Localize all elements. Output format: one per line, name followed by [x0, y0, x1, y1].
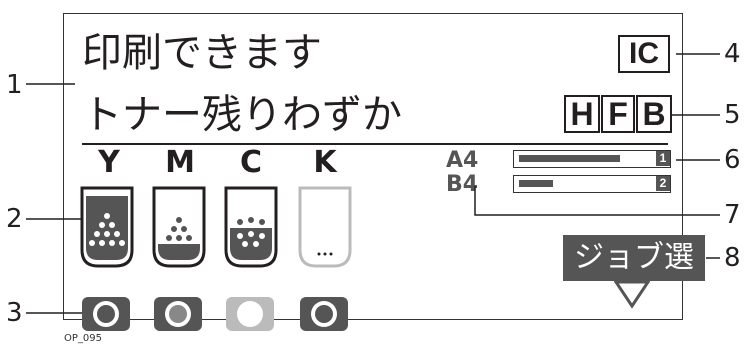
- callout-4: 4: [724, 39, 741, 69]
- paper-level-fill-2: [519, 180, 553, 187]
- toner-y-icon: [80, 186, 134, 268]
- status-line-2: トナー残りわずか: [82, 92, 402, 138]
- tray-f-indicator: F: [601, 95, 635, 133]
- toner-lamp-m: [154, 297, 202, 331]
- tray-number-1: 1: [656, 151, 670, 166]
- toner-lamp-y: [82, 297, 130, 331]
- paper-level-fill-1: [519, 155, 620, 162]
- ic-card-indicator: IC: [618, 35, 670, 73]
- figure-code: OP_095: [64, 333, 102, 344]
- tray-number-2: 2: [656, 176, 670, 191]
- toner-status-lamps: [82, 297, 348, 331]
- toner-m-icon: [152, 186, 206, 268]
- callout-2: 2: [6, 204, 23, 234]
- down-arrow-icon: [614, 280, 650, 309]
- tray-b-indicator: B: [636, 95, 672, 133]
- toner-lamp-c: [226, 297, 274, 331]
- toner-label-y: Y: [98, 145, 120, 180]
- status-line-1: 印刷できます: [82, 30, 322, 76]
- tray-indicators: H F B: [564, 95, 672, 133]
- toner-label-k: K: [313, 145, 337, 180]
- toner-k-icon: [298, 186, 352, 268]
- callout-3: 3: [6, 298, 23, 328]
- callout-8: 8: [724, 243, 741, 273]
- paper-size-a4: A4: [446, 148, 479, 173]
- toner-label-m: M: [165, 145, 195, 180]
- job-select-button[interactable]: ジョブ選択: [563, 235, 705, 321]
- callout-5: 5: [724, 100, 741, 130]
- tray-h-indicator: H: [564, 95, 600, 133]
- toner-c-icon: [224, 186, 278, 268]
- callout-1: 1: [6, 70, 23, 100]
- toner-cartridges: [80, 186, 352, 268]
- toner-label-c: C: [239, 145, 263, 180]
- paper-size-b4: B4: [446, 172, 479, 197]
- divider: [82, 143, 668, 145]
- display-panel: [63, 13, 683, 320]
- toner-lamp-k: [300, 297, 348, 331]
- paper-level-bar-1: 1: [513, 150, 671, 168]
- callout-6: 6: [724, 145, 741, 175]
- paper-level-bar-2: 2: [513, 175, 671, 193]
- callout-7: 7: [724, 200, 741, 230]
